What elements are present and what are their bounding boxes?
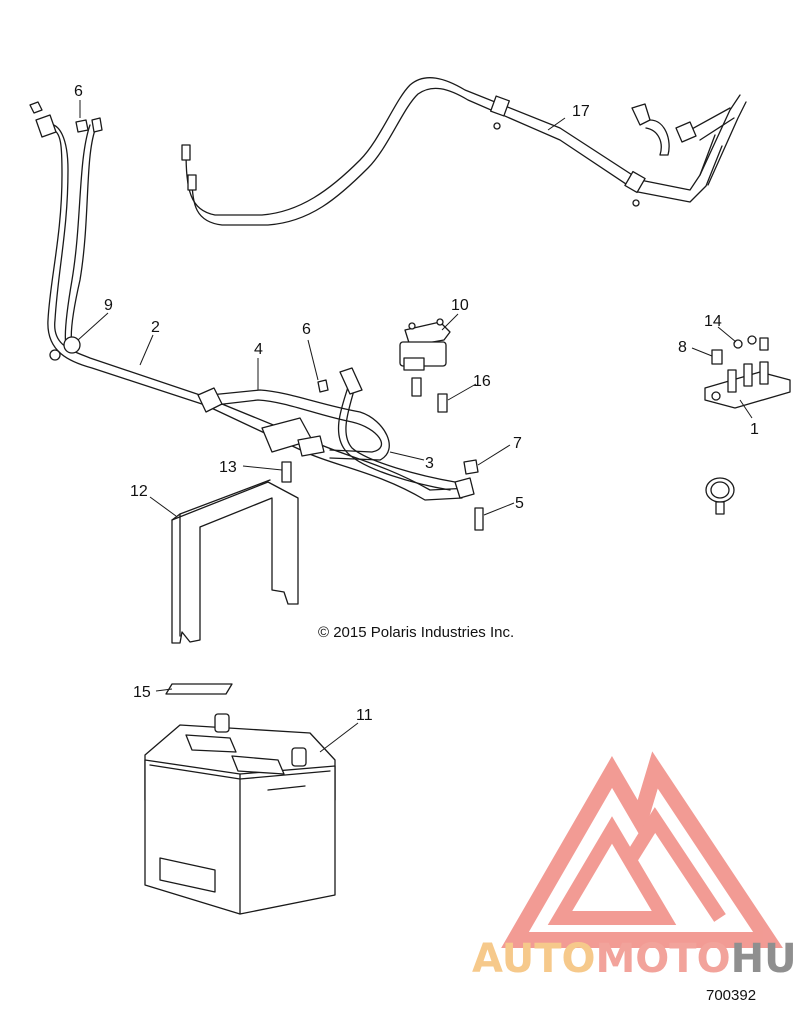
nut-6a	[75, 119, 89, 133]
callout-8: 8	[678, 339, 687, 356]
callout-7: 7	[513, 435, 522, 452]
leader-lines	[77, 100, 753, 753]
callout-15: 15	[133, 684, 151, 701]
screw-16b	[437, 393, 448, 413]
harness-17	[181, 77, 747, 226]
callouts: 6 9 2 4 6 10 16 3 7 5 13 12 15 11 17 8 1…	[74, 83, 759, 724]
screw-8	[711, 349, 723, 365]
fasteners	[75, 119, 769, 531]
screw-13	[281, 461, 292, 483]
callout-11: 11	[356, 707, 373, 724]
loop-clamp	[705, 477, 735, 515]
bracket-12	[171, 479, 299, 644]
watermark-hub: HUB	[731, 936, 800, 982]
callout-14: 14	[704, 313, 722, 330]
callout-16: 16	[473, 373, 491, 390]
battery-11	[144, 713, 336, 915]
bolt-5	[474, 507, 484, 531]
pad-15	[165, 683, 233, 695]
relay-10	[399, 318, 451, 371]
callout-4: 4	[254, 341, 263, 358]
callout-9: 9	[104, 297, 113, 314]
nut-6b	[317, 379, 329, 393]
callout-5: 5	[515, 495, 524, 512]
watermark-logo	[501, 751, 783, 948]
copyright-text: © 2015 Polaris Industries Inc.	[318, 624, 514, 641]
callout-10: 10	[451, 297, 469, 314]
diagram-id: 700392	[706, 987, 756, 1004]
watermark-moto: MOTO	[596, 936, 731, 982]
callout-12: 12	[130, 483, 148, 500]
callout-3: 3	[425, 455, 434, 472]
callout-13: 13	[219, 459, 237, 476]
battery-cables	[29, 101, 475, 501]
screw-16a	[411, 377, 422, 397]
callout-6-mid: 6	[302, 321, 311, 338]
watermark-text: AUTOMOTOHUB	[472, 936, 800, 982]
terminal-block-1	[704, 361, 791, 409]
callout-6-top: 6	[74, 83, 83, 100]
nut-7	[463, 459, 479, 475]
callout-1: 1	[750, 421, 759, 438]
callout-2: 2	[151, 319, 160, 336]
watermark-auto: AUTO	[472, 936, 596, 982]
screw-14	[759, 337, 769, 351]
callout-17: 17	[572, 103, 590, 120]
nut-14b	[747, 335, 757, 345]
